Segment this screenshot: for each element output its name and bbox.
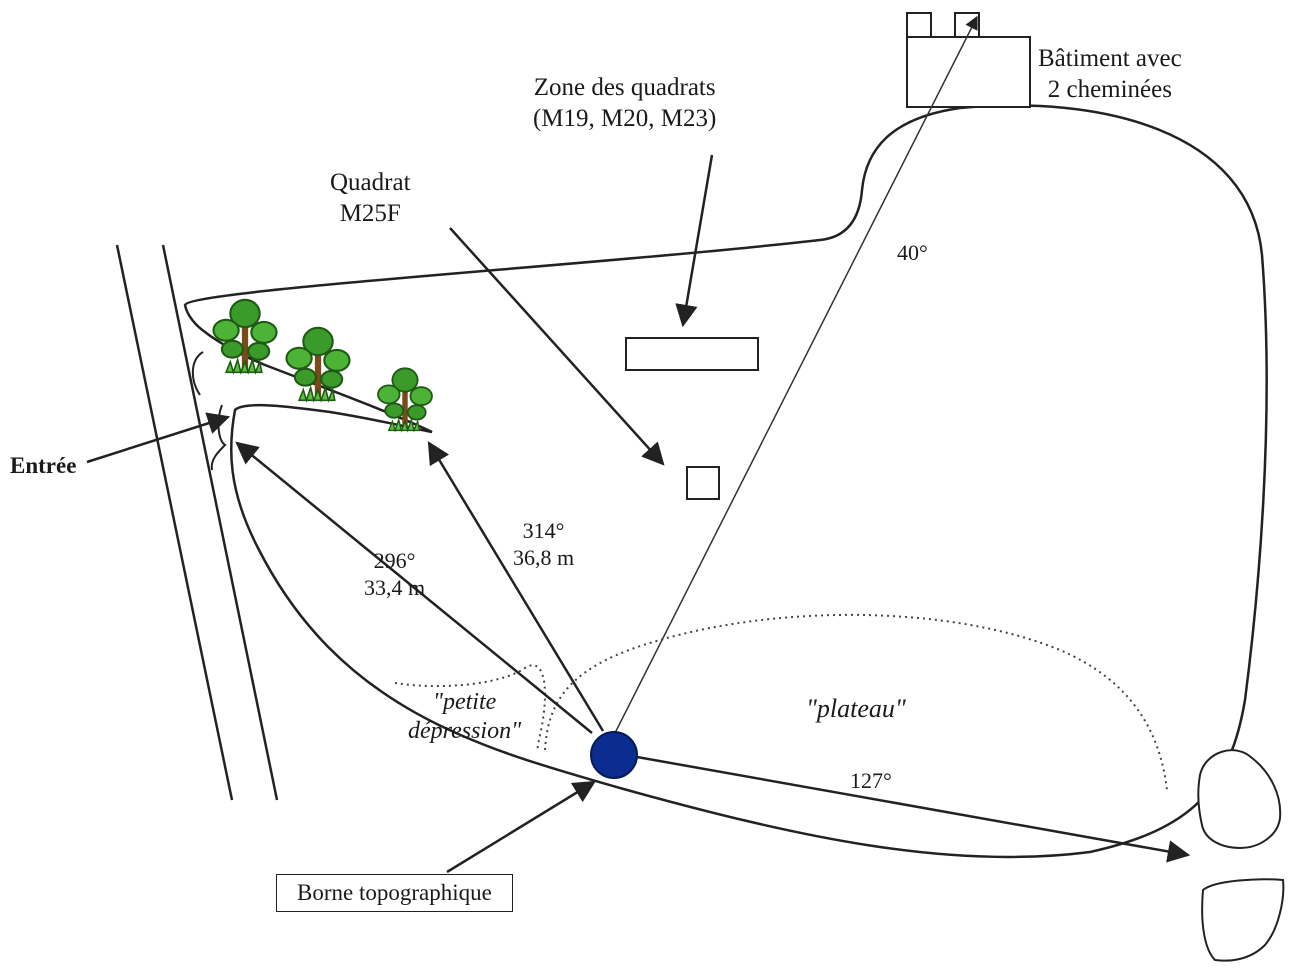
tree-1 <box>212 298 278 374</box>
rock-top-icon <box>1197 749 1282 850</box>
plateau-label: "plateau" <box>806 694 906 723</box>
arrow-entree <box>86 412 231 464</box>
arrow-314-trees <box>427 441 605 732</box>
entrance-indent <box>191 351 204 396</box>
arrow-quadrat-m25f <box>449 227 665 466</box>
building-icon <box>906 12 1031 108</box>
topographic-marker-icon <box>590 731 638 779</box>
arrow-quadrat-zone <box>675 154 714 328</box>
petite-depression-label: "petite dépression" <box>408 689 522 745</box>
quadrat-m25f-label: Quadrat M25F <box>330 169 411 227</box>
tree-3 <box>377 367 433 432</box>
road-line-left <box>115 244 234 801</box>
quadrat-m25f-rect <box>686 466 720 500</box>
quadrat-zone-label: Zone des quadrats (M19, M20, M23) <box>533 74 717 132</box>
road-line-right <box>161 244 279 801</box>
plateau-dotted-line <box>544 613 1168 791</box>
arrow-40-building <box>613 15 978 736</box>
arrow-borne <box>446 780 596 874</box>
entree-label: Entrée <box>10 453 77 478</box>
angle-127-label: 127° <box>850 768 892 793</box>
borne-label: Borne topographique <box>276 874 513 913</box>
bearing-314-label: 314° 36,8 m <box>513 518 575 570</box>
arrow-127-rocks <box>636 755 1191 863</box>
tree-2 <box>285 326 351 402</box>
entrance-wall <box>210 404 227 471</box>
building-label: Bâtiment avec 2 cheminées <box>1038 45 1182 103</box>
rock-bottom-icon <box>1201 878 1285 962</box>
bearing-296-label: 296° 33,4 m <box>364 548 426 600</box>
arrow-296-entrance <box>235 441 593 734</box>
angle-40-label: 40° <box>897 240 928 265</box>
quadrat-zone-rect <box>625 337 759 371</box>
